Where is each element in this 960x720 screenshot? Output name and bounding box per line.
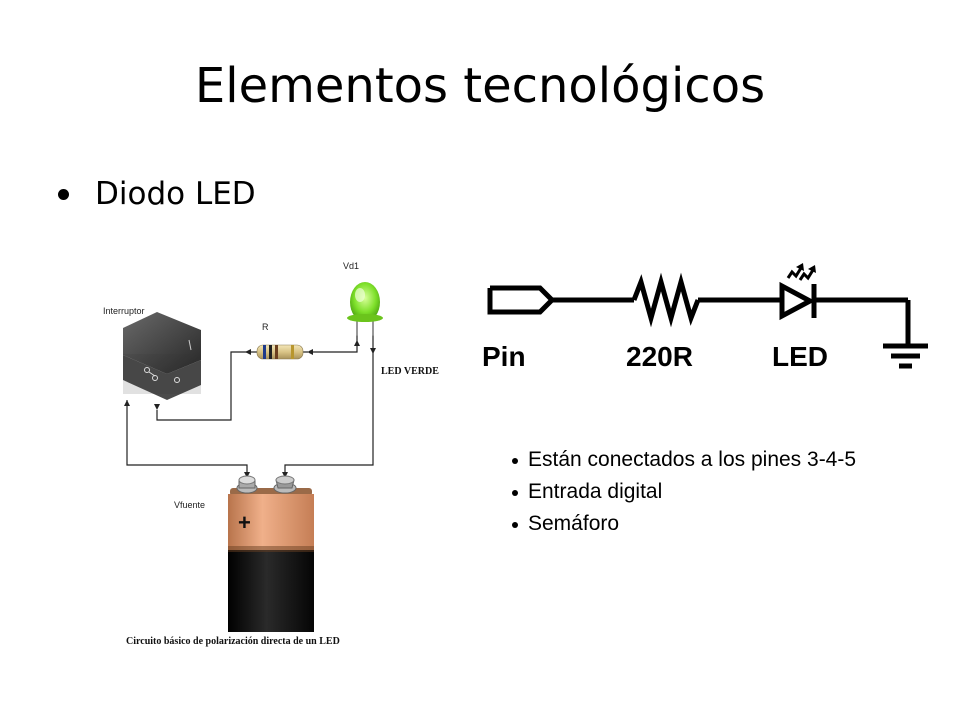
list-item: Están conectados a los pines 3-4-5 <box>512 444 856 476</box>
emission-arrow-heads <box>796 263 816 273</box>
main-bullet: Diodo LED <box>58 176 256 212</box>
notes-list: Están conectados a los pines 3-4-5 Entra… <box>512 444 856 540</box>
battery-plus-sign: + <box>238 510 251 535</box>
schematic-resistor-label: 220R <box>626 341 693 372</box>
schematic-led-label: LED <box>772 341 828 372</box>
battery-label: Vfuente <box>174 500 205 510</box>
led-color-label: LED VERDE <box>381 366 439 377</box>
rocker-switch <box>123 312 201 400</box>
wire-arrows <box>124 340 376 478</box>
led-label: Vd1 <box>343 261 359 271</box>
slide-title: Elementos tecnológicos <box>194 58 766 114</box>
led-emission-arrows <box>786 267 815 281</box>
list-item: Entrada digital <box>512 476 856 508</box>
schematic-wires <box>487 272 928 369</box>
bullet-dot <box>58 188 69 200</box>
led-schematic: Pin 220R LED <box>458 258 938 388</box>
switch-label: Interruptor <box>103 306 145 316</box>
green-led <box>347 282 383 336</box>
led-circuit-diagram: Interruptor R Vd1 LED VERDE <box>95 250 455 655</box>
schematic-pin-label: Pin <box>482 341 526 372</box>
circuit-caption: Circuito básico de polarización directa … <box>126 636 340 647</box>
main-bullet-text: Diodo LED <box>95 176 256 212</box>
resistor <box>251 344 309 360</box>
list-item: Semáforo <box>512 508 856 540</box>
resistor-label: R <box>262 322 269 332</box>
battery-9v <box>228 475 314 632</box>
